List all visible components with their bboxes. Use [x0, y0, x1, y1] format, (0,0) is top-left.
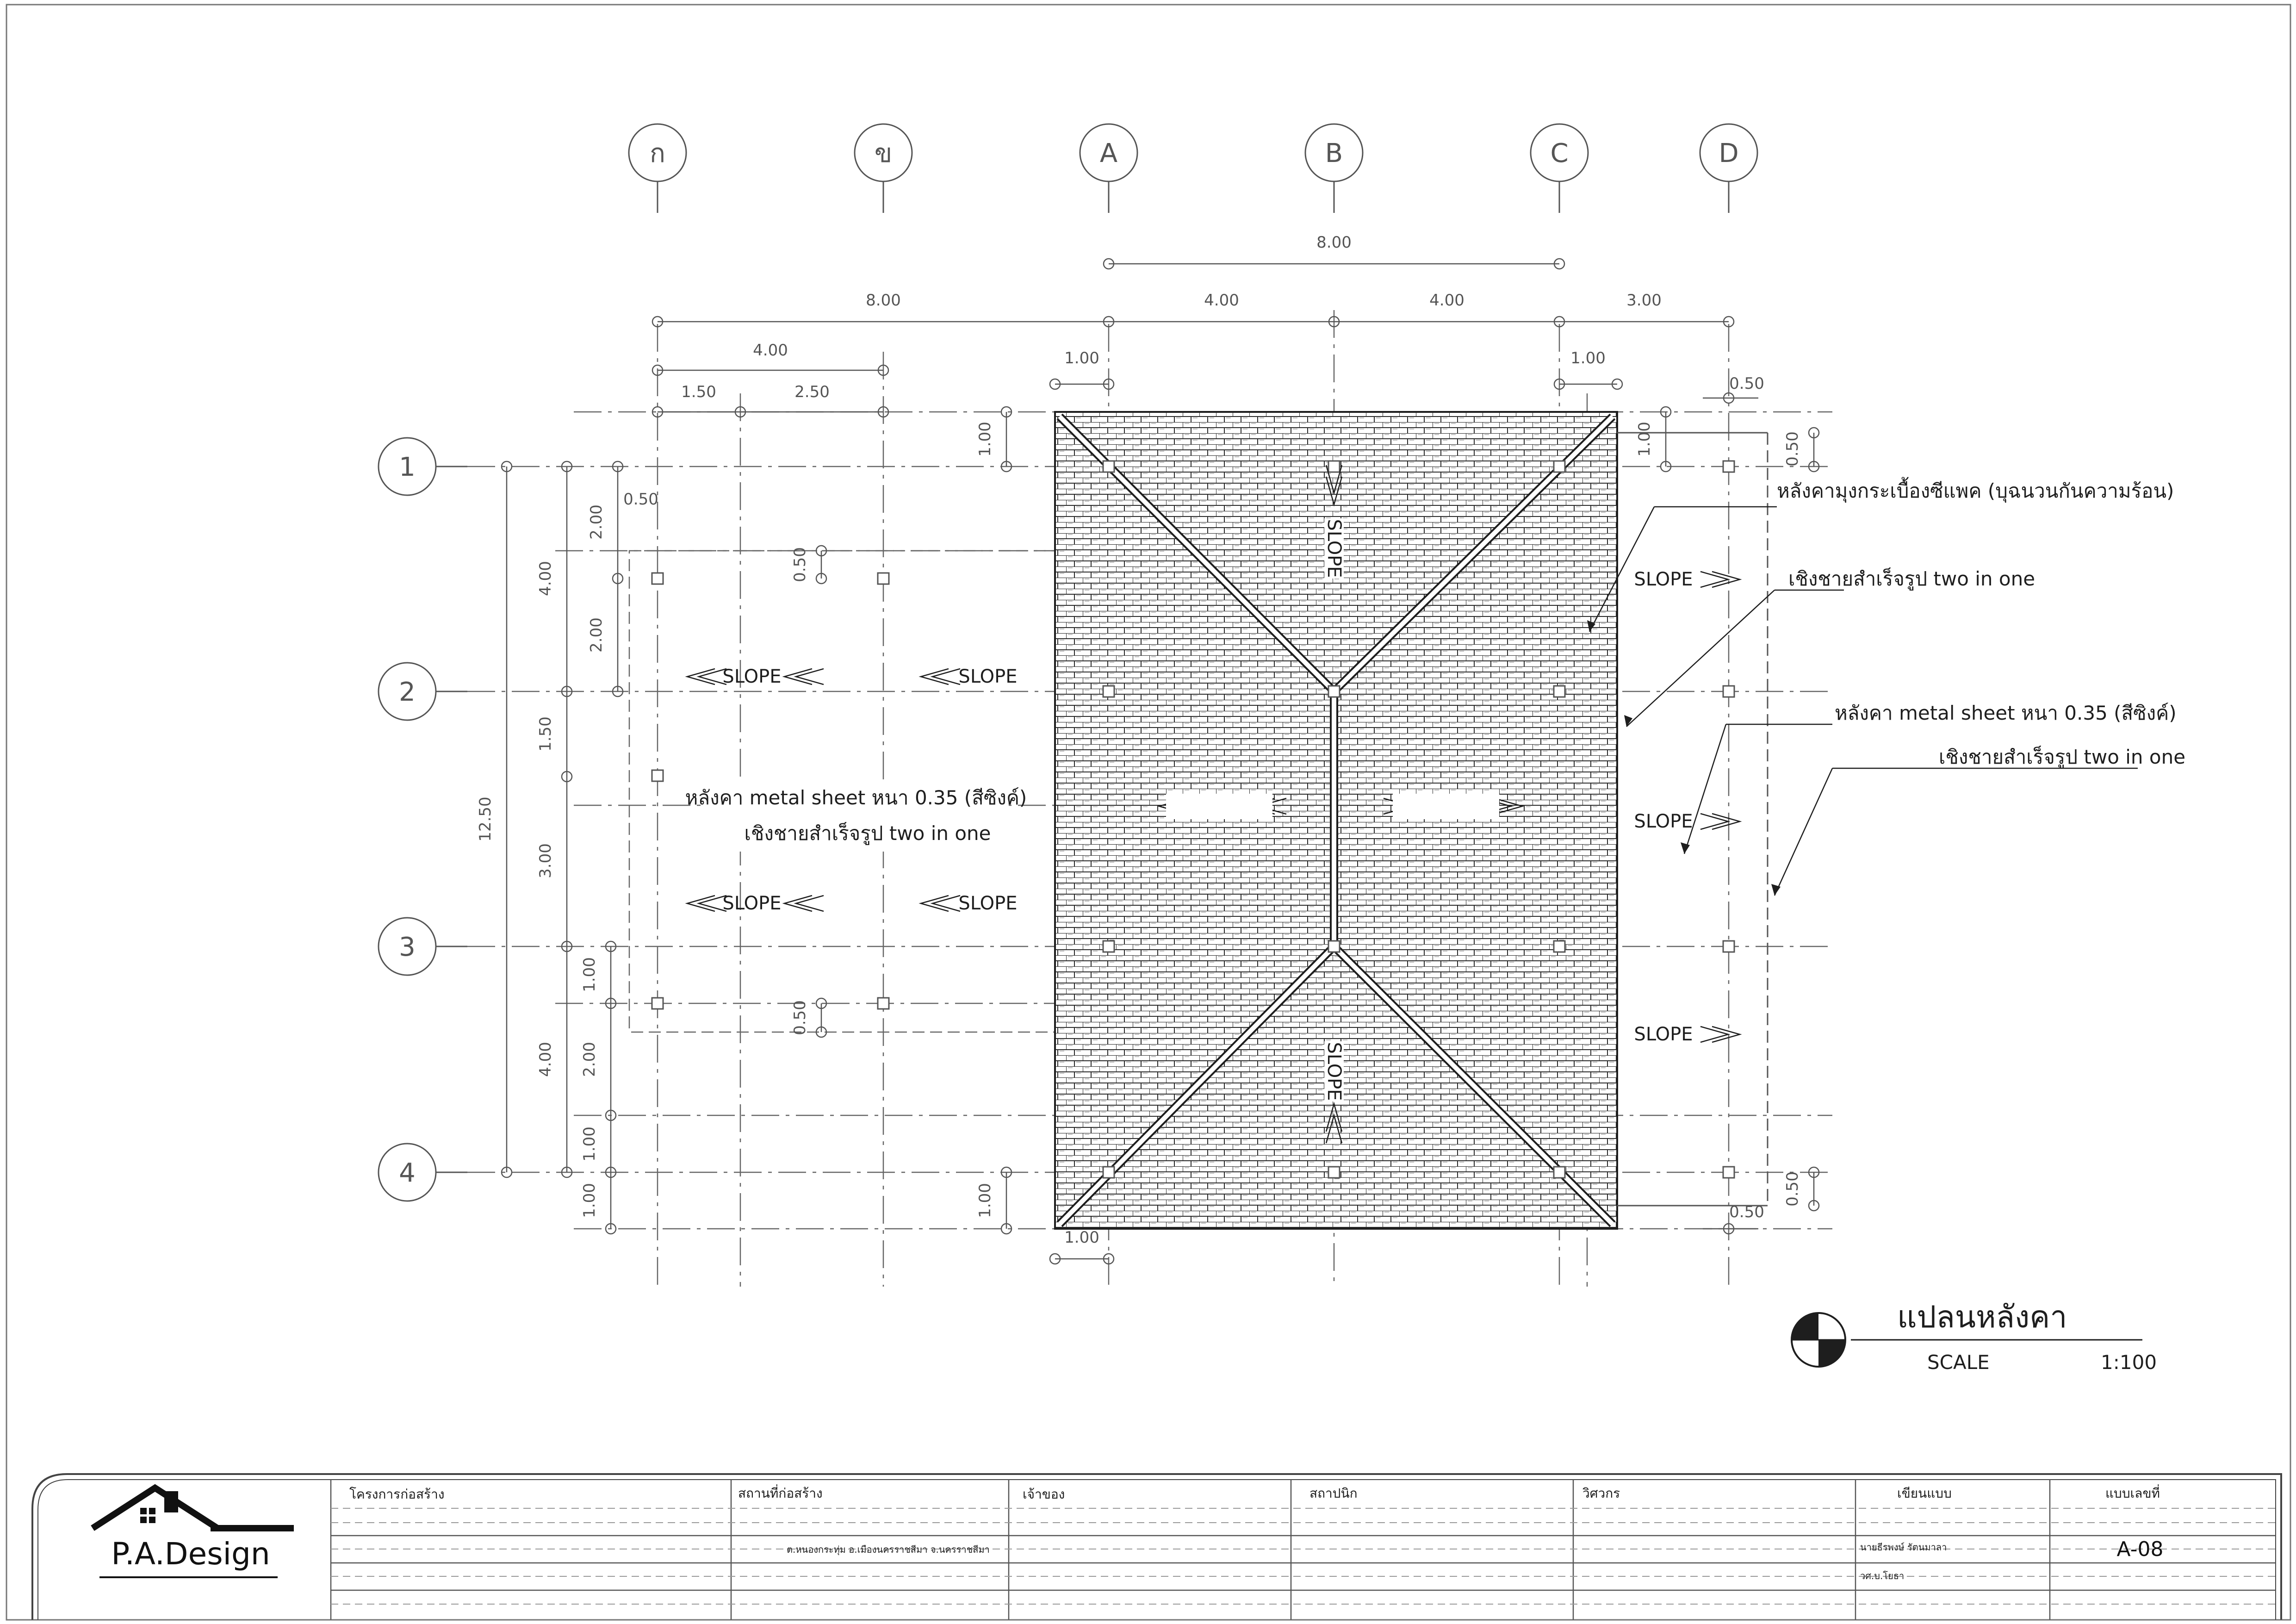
- dim-inner-200-a: 2.00: [587, 504, 606, 540]
- grid-bubble-row-1: 1: [378, 437, 467, 496]
- tb-header-drawn: เขียนแบบ: [1897, 1486, 1952, 1501]
- dim-right-edge-top: 0.50: [1729, 374, 1764, 393]
- grid-bubble-col-D: D: [1699, 123, 1758, 213]
- grid-bubble-row-3: 3: [378, 917, 467, 976]
- dim-side-100-top: 1.00: [976, 422, 994, 457]
- tb-drawn-name: นายธีรพงษ์ รัตนมาลา: [1860, 1542, 1947, 1553]
- grid-bubble-col-B: B: [1304, 123, 1364, 213]
- roof-notes: หลังคามุงกระเบื้องซีแพค (บุฉนวนกันความร้…: [685, 477, 2185, 896]
- grid-label-row-2: 2: [399, 677, 416, 707]
- grid-label-row-4: 4: [399, 1158, 416, 1188]
- grid-label-col-1: ก: [650, 138, 665, 168]
- metal-roof-right-outline: [1617, 432, 1769, 1207]
- dim-mid-050-bottom: 0.50: [791, 1000, 809, 1035]
- grid-bubble-row-4: 4: [378, 1143, 467, 1202]
- dim-side-050-bottom: 0.50: [1783, 1171, 1802, 1207]
- grid-label-col-D: D: [1719, 138, 1738, 168]
- dim-inner-200-c: 2.00: [580, 1042, 599, 1077]
- dim-overhang-right: 1.00: [1570, 349, 1606, 367]
- logo: P.A.Design: [91, 1484, 294, 1578]
- dim-row-34: 4.00: [536, 1042, 555, 1077]
- dim-left-total: 12.50: [476, 796, 495, 841]
- dim-row-23-a: 1.50: [536, 716, 555, 752]
- dimension-texts: 8.00 8.00 4.00 4.00 3.00 4.00 1.50 2.50 …: [476, 233, 1802, 1247]
- grid-label-col-C: C: [1550, 138, 1568, 168]
- tb-header-engineer: วิศวกร: [1582, 1486, 1620, 1501]
- grid-label-row-1: 1: [399, 452, 416, 482]
- dim-inner-100-c: 1.00: [580, 1183, 599, 1218]
- grid-bubble-col-C: C: [1530, 123, 1589, 213]
- column-grid-bubbles: ก ข A B C D: [628, 123, 1758, 213]
- dimension-lines: [501, 258, 1820, 1265]
- slope-label-1: SLOPE: [722, 666, 781, 687]
- slope-label-10: SLOPE: [1323, 519, 1345, 578]
- dim-inner-050: 0.50: [623, 490, 658, 509]
- grid-label-col-B: B: [1325, 138, 1343, 168]
- view-scale-label: SCALE: [1927, 1351, 1990, 1374]
- dim-inner-100-b: 1.00: [580, 1126, 599, 1162]
- tb-header-site: สถานที่ก่อสร้าง: [738, 1484, 823, 1501]
- logo-text: P.A.Design: [111, 1536, 270, 1572]
- slope-label-9: SLOPE: [1634, 1024, 1693, 1045]
- grid-label-row-3: 3: [399, 932, 416, 962]
- grid-bubble-col-A: A: [1079, 123, 1138, 213]
- dim-overhang-bottom: 1.00: [1064, 1228, 1099, 1247]
- slope-label-4: SLOPE: [958, 893, 1017, 914]
- dim-side-050-top: 0.50: [1783, 431, 1802, 467]
- dim-inner-100-a: 1.00: [580, 957, 599, 992]
- tb-header-architect: สถาปนิก: [1309, 1486, 1358, 1501]
- note-fascia-2: เชิงชายสำเร็จรูป two in one: [1939, 746, 2185, 769]
- dim-row-12: 4.00: [536, 561, 555, 596]
- slope-label-2: SLOPE: [958, 666, 1017, 687]
- row-grid-bubbles: 1 2 3 4: [378, 437, 467, 1202]
- dim-bc: 4.00: [1429, 291, 1464, 310]
- dim-left-block: 4.00: [753, 341, 788, 360]
- dim-cd: 3.00: [1626, 291, 1662, 310]
- slope-label-3: SLOPE: [722, 893, 781, 914]
- slope-labels: SLOPE SLOPE SLOPE SLOPE SLOPE SLOPE SLOP…: [685, 465, 1742, 1144]
- tb-sheet-value: A-08: [2117, 1537, 2164, 1561]
- note-fascia-left: เชิงชายสำเร็จรูป two in one: [744, 822, 991, 845]
- note-metal-right: หลังคา metal sheet หนา 0.35 (สีซิงค์): [1835, 702, 2177, 724]
- grid-label-col-2: ข: [875, 138, 892, 168]
- column-marks: [651, 460, 1735, 1179]
- view-scale-value: 1:100: [2101, 1351, 2157, 1374]
- dim-mid-050-top: 0.50: [791, 547, 809, 582]
- slope-label-8: SLOPE: [1634, 811, 1693, 832]
- tb-header-project: โครงการก่อสร้าง: [349, 1487, 445, 1502]
- tb-header-sheet: แบบเลขที่: [2105, 1484, 2160, 1501]
- grid-label-col-A: A: [1100, 138, 1117, 168]
- tb-site-value: ต.หนองกระทุ่ม อ.เมืองนครราชสีมา จ.นครราช…: [787, 1544, 990, 1556]
- dim-top-right-100: 1.00: [1635, 422, 1654, 457]
- dim-ab: 4.00: [1204, 291, 1239, 310]
- dim-overhang-left: 1.00: [1064, 349, 1099, 367]
- title-block: P.A.Design โครงการก่อสร้าง สถานที่ก่อสร้…: [31, 1473, 2282, 1620]
- tb-header-owner: เจ้าของ: [1023, 1487, 1065, 1502]
- slope-label-11: SLOPE: [1323, 1042, 1345, 1101]
- metal-roof-left-outline: [628, 550, 1056, 1033]
- view-title: แปลนหลังคา SCALE 1:100: [1791, 1299, 2157, 1374]
- note-metal-left: หลังคา metal sheet หนา 0.35 (สีซิงค์): [685, 786, 1027, 809]
- dim-inner-200-b: 2.00: [587, 617, 606, 653]
- grid-bubble-row-2: 2: [378, 662, 467, 721]
- grid-bubble-col-2: ข: [854, 123, 913, 213]
- note-fascia-1: เชิงชายสำเร็จรูป two in one: [1788, 567, 2035, 591]
- dim-right-edge-bottom: 0.50: [1729, 1203, 1764, 1221]
- note-tile-roof: หลังคามุงกระเบื้องซีแพค (บุฉนวนกันความร้…: [1777, 477, 2174, 503]
- dim-top-overall: 8.00: [1316, 233, 1352, 252]
- view-title-text: แปลนหลังคา: [1897, 1299, 2067, 1335]
- dim-row-23-b: 3.00: [536, 843, 555, 878]
- sheet-border: [6, 4, 2291, 1621]
- tb-drawn-qual: วศ.บ.โยธา: [1860, 1570, 1904, 1581]
- dim-left-block-2: 2.50: [794, 383, 830, 401]
- grid-bubble-col-1: ก: [628, 123, 687, 213]
- dim-left-overall: 8.00: [866, 291, 901, 310]
- slope-label-7: SLOPE: [1634, 569, 1693, 590]
- dim-left-block-1: 1.50: [681, 383, 716, 401]
- dim-side-100-bottom: 1.00: [976, 1183, 994, 1218]
